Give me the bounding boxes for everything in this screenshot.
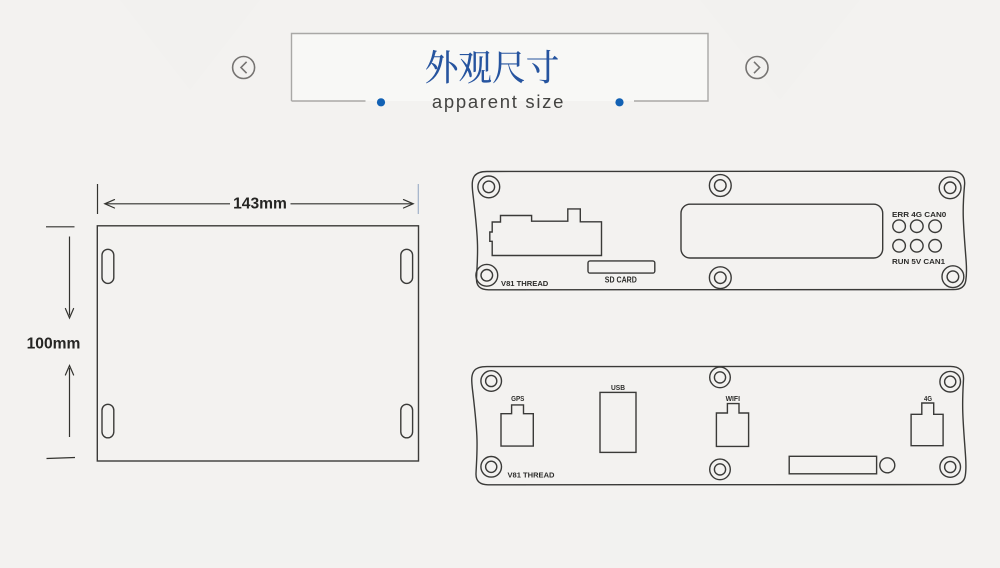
svg-text:GPS: GPS [511, 396, 525, 403]
svg-text:V81 THREAD: V81 THREAD [501, 279, 548, 288]
svg-text:ERR 4G CAN0: ERR 4G CAN0 [892, 210, 946, 219]
svg-text:RUN 5V CAN1: RUN 5V CAN1 [892, 257, 945, 266]
svg-text:4G: 4G [924, 396, 932, 403]
svg-text:WIFI: WIFI [726, 396, 740, 403]
svg-text:V81 THREAD: V81 THREAD [508, 471, 555, 480]
svg-text:SD CARD: SD CARD [605, 276, 637, 285]
svg-text:apparent size: apparent size [432, 91, 565, 112]
svg-text:USB: USB [611, 385, 625, 392]
svg-text:100mm: 100mm [27, 336, 81, 353]
svg-text:143mm: 143mm [233, 196, 287, 213]
